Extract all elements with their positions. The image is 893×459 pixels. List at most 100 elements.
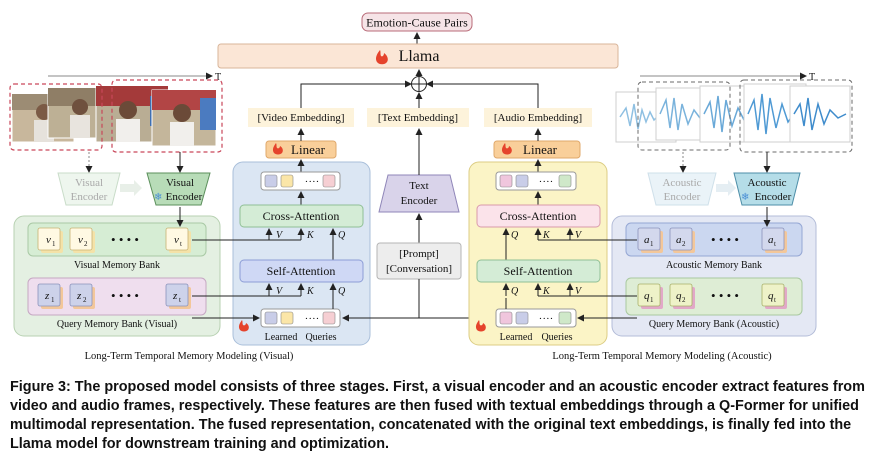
- acoustic-time-label: T: [809, 72, 815, 83]
- svg-text:2: 2: [682, 240, 686, 248]
- acoustic-cross-attention-label: Cross-Attention: [500, 209, 577, 223]
- visual-memory-item: v t: [165, 227, 191, 253]
- svg-text:q: q: [676, 290, 682, 302]
- text-embedding-box: [367, 108, 469, 127]
- v-label: V: [575, 286, 583, 297]
- visual-self-attention-label: Self-Attention: [267, 264, 336, 278]
- video-frames: [11, 85, 217, 147]
- visual-encoder-faded-line1: Visual: [75, 177, 103, 189]
- query-token: [499, 311, 513, 325]
- acoustic-memory-bank-label: Acoustic Memory Bank: [666, 260, 762, 271]
- query-token: [322, 174, 336, 188]
- visual-linear-label: Linear: [291, 142, 326, 157]
- visual-memory-item: v 2: [69, 227, 95, 253]
- svg-text:a: a: [676, 234, 682, 246]
- acoustic-query-item: q t: [761, 283, 787, 309]
- prompt-line2: [Conversation]: [386, 263, 452, 275]
- acoustic-self-attention-box: [476, 259, 601, 283]
- visual-encoder-line2: Encoder: [166, 191, 203, 203]
- svg-text:t: t: [180, 240, 182, 248]
- acoustic-memory-item: a 1: [637, 227, 663, 253]
- acoustic-memory-item: a 2: [669, 227, 695, 253]
- acoustic-encoder-line1: Acoustic: [747, 177, 786, 189]
- query-token: [515, 174, 529, 188]
- fire-icon: [376, 50, 388, 65]
- audio-frames: [615, 83, 851, 143]
- visual-query-item: z t: [165, 283, 191, 309]
- acoustic-encoder-faded-line2: Encoder: [664, 191, 701, 203]
- text-encoder-line1: Text: [409, 180, 428, 192]
- k-label: K: [542, 286, 551, 297]
- query-token: [499, 174, 513, 188]
- visual-encoder: [146, 172, 211, 206]
- bank-dots: • • • •: [111, 232, 139, 247]
- q-label: Q: [511, 286, 519, 297]
- visual-query-item: z 2: [69, 283, 95, 309]
- bank-dots: • • • •: [111, 288, 139, 303]
- prompt-line1: [Prompt]: [399, 248, 439, 260]
- svg-text:q: q: [644, 290, 650, 302]
- svg-text:1: 1: [51, 296, 55, 304]
- queries-label: Queries: [305, 332, 336, 343]
- k-label: K: [306, 286, 315, 297]
- visual-current-window: [111, 79, 223, 153]
- svg-text:t: t: [774, 240, 776, 248]
- audio-linear-label: Linear: [523, 142, 558, 157]
- snowflake-icon: ❄: [154, 192, 162, 203]
- query-token: [264, 174, 278, 188]
- acoustic-encoder: [733, 172, 801, 206]
- v-label: V: [276, 230, 284, 241]
- acoustic-self-attention-label: Self-Attention: [504, 264, 573, 278]
- llama-box: [217, 43, 619, 69]
- svg-text:2: 2: [682, 296, 686, 304]
- svg-text:q: q: [768, 290, 774, 302]
- architecture-diagram: Emotion-Cause Pairs Llama [Video Embeddi…: [9, 12, 853, 362]
- acoustic-query-item: q 2: [669, 283, 695, 309]
- svg-text:z: z: [172, 290, 178, 302]
- bank-dots: • • • •: [711, 288, 739, 303]
- query-token: [280, 174, 294, 188]
- svg-text:z: z: [76, 290, 82, 302]
- visual-encoder-faded-line2: Encoder: [71, 191, 108, 203]
- video-embedding-label: [Video Embedding]: [257, 112, 344, 124]
- v-label: V: [575, 230, 583, 241]
- svg-text:t: t: [179, 296, 181, 304]
- query-token: [515, 311, 529, 325]
- emotion-cause-pairs-label: Emotion-Cause Pairs: [366, 16, 468, 30]
- acoustic-prev-window: [637, 81, 731, 151]
- q-label: Q: [338, 286, 346, 297]
- svg-text:1: 1: [52, 240, 56, 248]
- k-label: K: [542, 230, 551, 241]
- visual-query-bank-label: Query Memory Bank (Visual): [57, 319, 177, 330]
- q-label: Q: [511, 230, 519, 241]
- learned-label: Learned: [265, 332, 298, 343]
- query-token: [322, 311, 336, 325]
- right-arrow-icon: [716, 180, 736, 196]
- token-dots: ····: [305, 176, 320, 188]
- acoustic-query-item: q 1: [637, 283, 663, 309]
- acoustic-section-label: Long-Term Temporal Memory Modeling (Acou…: [552, 351, 772, 362]
- q-label: Q: [338, 230, 346, 241]
- bank-dots: • • • •: [711, 232, 739, 247]
- figure-caption: Figure 3: The proposed model consists of…: [10, 379, 865, 452]
- audio-to-concat-arrow: [426, 80, 539, 108]
- video-frame: [151, 89, 217, 147]
- video-embedding-box: [248, 108, 354, 127]
- v-label: V: [276, 286, 284, 297]
- svg-text:z: z: [44, 290, 50, 302]
- k-label: K: [306, 230, 315, 241]
- query-token: [280, 311, 294, 325]
- query-token: [264, 311, 278, 325]
- token-dots: ····: [539, 313, 554, 325]
- visual-memory-bank-label: Visual Memory Bank: [74, 260, 160, 271]
- token-dots: ····: [539, 176, 554, 188]
- audio-embedding-box: [484, 108, 592, 127]
- fire-icon: [238, 320, 249, 332]
- text-embedding-label: [Text Embedding]: [378, 112, 458, 124]
- acoustic-encoder-faded: [647, 172, 717, 206]
- visual-encoder-faded: [57, 172, 121, 206]
- svg-text:a: a: [644, 234, 650, 246]
- audio-frame: [789, 85, 851, 143]
- svg-text:a: a: [768, 234, 774, 246]
- learned-label: Learned: [500, 332, 533, 343]
